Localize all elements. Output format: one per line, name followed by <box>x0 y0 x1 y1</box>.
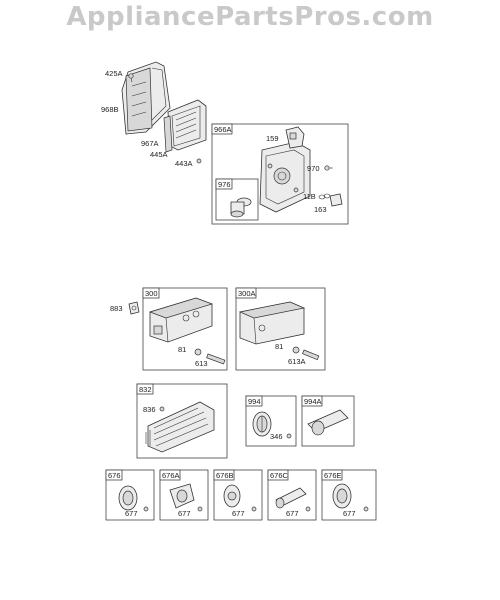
callout-443a: 443A <box>175 159 193 168</box>
spark-arrester-676[interactable] <box>118 485 149 512</box>
breather-tube-11b[interactable] <box>318 193 331 200</box>
callout-300: 300 <box>145 289 158 298</box>
callout-163: 163 <box>314 205 327 214</box>
nut-81-a[interactable] <box>194 348 202 356</box>
tag-676b <box>213 469 235 481</box>
stud-613a[interactable] <box>302 349 320 361</box>
tag-676 <box>105 469 123 481</box>
tag-676a <box>159 469 181 481</box>
air-cleaner-cover-968b[interactable] <box>121 61 171 135</box>
callout-966a: 966A <box>214 125 232 134</box>
spark-arrester-676a[interactable] <box>169 483 203 512</box>
box-300 <box>142 287 228 371</box>
screw-836[interactable] <box>159 406 165 412</box>
box-676c <box>267 469 317 521</box>
screw-443a[interactable] <box>196 158 202 164</box>
watermark-logo: AppliancePartsPros.com <box>66 2 434 32</box>
screw-346[interactable] <box>286 433 292 439</box>
box-676e <box>321 469 377 521</box>
tag-994 <box>245 395 263 407</box>
callout-677-c: 677 <box>232 509 245 518</box>
box-976 <box>215 178 259 221</box>
box-676 <box>105 469 155 521</box>
nut-81-b[interactable] <box>292 346 300 354</box>
box-676a <box>159 469 209 521</box>
pre-cleaner-445a[interactable] <box>163 115 173 153</box>
gasket-883[interactable] <box>128 301 140 315</box>
callout-159: 159 <box>266 134 279 143</box>
callout-976: 976 <box>218 180 231 189</box>
tag-300a <box>235 287 257 299</box>
callout-300a: 300A <box>238 289 256 298</box>
callout-883: 883 <box>110 304 123 313</box>
callout-613: 613 <box>195 359 208 368</box>
callout-676c: 676C <box>270 471 289 480</box>
stud-613[interactable] <box>206 353 226 365</box>
spark-arrester-676e[interactable] <box>332 483 369 512</box>
muffler-guard-832[interactable] <box>145 401 215 453</box>
callout-346: 346 <box>270 432 283 441</box>
box-832 <box>136 383 228 459</box>
callout-994: 994 <box>248 397 261 406</box>
callout-967a: 967A <box>141 139 159 148</box>
callout-836: 836 <box>143 405 156 414</box>
muffler-300a[interactable] <box>238 301 306 345</box>
callout-677-b: 677 <box>178 509 191 518</box>
tag-832 <box>136 383 154 395</box>
box-300a <box>235 287 326 371</box>
muffler-300[interactable] <box>148 297 214 343</box>
screw-970[interactable] <box>324 165 333 171</box>
box-994 <box>245 395 297 447</box>
spark-arrester-994[interactable] <box>252 411 272 437</box>
tag-676c <box>267 469 289 481</box>
spark-arrester-676c[interactable] <box>275 487 311 512</box>
callout-677-a: 677 <box>125 509 138 518</box>
callout-968b: 968B <box>101 105 119 114</box>
bracket-159[interactable] <box>285 126 305 149</box>
callout-676a: 676A <box>162 471 180 480</box>
callout-81-b: 81 <box>275 342 283 351</box>
gasket-163[interactable] <box>329 193 343 207</box>
callout-832: 832 <box>139 385 152 394</box>
callout-676b: 676B <box>216 471 234 480</box>
spark-arrester-676b[interactable] <box>223 484 257 512</box>
tag-976 <box>215 178 233 190</box>
callout-677-e: 677 <box>343 509 356 518</box>
air-cleaner-base-966a[interactable] <box>259 141 311 213</box>
air-filter-967a[interactable] <box>167 99 207 151</box>
box-994a <box>301 395 355 447</box>
tag-300 <box>142 287 160 299</box>
screw-425a[interactable] <box>128 73 134 83</box>
callout-445a: 445A <box>150 150 168 159</box>
callout-425a: 425A <box>105 69 123 78</box>
callout-970: 970 <box>307 164 320 173</box>
box-966a <box>211 123 349 225</box>
callout-81-a: 81 <box>178 345 186 354</box>
deflector-994a[interactable] <box>307 409 349 436</box>
tag-676e <box>321 469 343 481</box>
callout-613a: 613A <box>288 357 306 366</box>
callout-676: 676 <box>108 471 121 480</box>
callout-676e: 676E <box>324 471 342 480</box>
filter-element-976[interactable] <box>230 197 252 218</box>
callout-11b: 11B <box>303 192 316 201</box>
tag-994a <box>301 395 323 407</box>
box-676b <box>213 469 263 521</box>
callout-994a: 994A <box>304 397 322 406</box>
tag-966a <box>211 123 233 135</box>
callout-677-d: 677 <box>286 509 299 518</box>
